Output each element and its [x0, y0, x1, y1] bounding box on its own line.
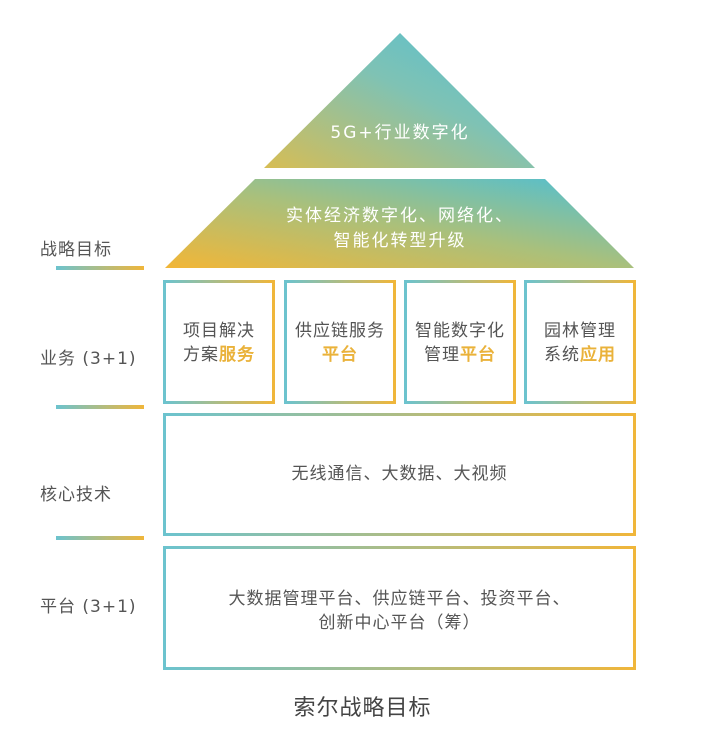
- roof-middle-text-line1: 实体经济数字化、网络化、: [286, 206, 514, 226]
- business-box-line1: 智能数字化: [415, 321, 505, 341]
- label-core-tech: 核心技术: [40, 485, 112, 505]
- platform-text-line2: 创新中心平台（筹）: [318, 613, 481, 633]
- business-box-supply-chain: 供应链服务 平台: [284, 280, 396, 404]
- business-box-highlight: 平台: [322, 345, 358, 365]
- business-box-line1: 供应链服务: [295, 321, 385, 341]
- business-box-smart-digital: 智能数字化 管理平台: [404, 280, 516, 404]
- business-box-plain: 方案: [183, 345, 219, 365]
- label-strategy-goal: 战略目标: [40, 240, 112, 260]
- platform-text-line1: 大数据管理平台、供应链平台、投资平台、: [228, 589, 571, 609]
- business-box-plain: 管理: [424, 345, 460, 365]
- divider-line: [56, 266, 144, 270]
- business-box-project-solutions: 项目解决 方案服务: [163, 280, 275, 404]
- label-platform: 平台 (3+1): [40, 597, 137, 617]
- diagram-caption: 索尔战略目标: [293, 696, 432, 721]
- business-box-garden-management: 园林管理 系统应用: [524, 280, 636, 404]
- label-business: 业务 (3+1): [40, 349, 137, 369]
- divider-line: [56, 536, 144, 540]
- roof-top-triangle: [264, 33, 535, 168]
- platform-box: 大数据管理平台、供应链平台、投资平台、 创新中心平台（筹）: [163, 546, 636, 670]
- roof-top-text: 5G+行业数字化: [330, 123, 470, 143]
- business-box-highlight: 应用: [580, 345, 616, 365]
- business-box-plain: 系统: [544, 345, 580, 365]
- business-box-line1: 园林管理: [544, 321, 616, 341]
- business-box-highlight: 服务: [219, 345, 255, 365]
- business-box-highlight: 平台: [460, 345, 496, 365]
- core-tech-box: 无线通信、大数据、大视频: [163, 413, 636, 536]
- roof-middle-text-line2: 智能化转型升级: [333, 231, 467, 251]
- core-tech-text: 无线通信、大数据、大视频: [291, 464, 508, 484]
- business-box-line1: 项目解决: [183, 321, 255, 341]
- strategy-roof: [165, 33, 634, 268]
- divider-line: [56, 405, 144, 409]
- roof-middle-trapezoid: [165, 179, 634, 268]
